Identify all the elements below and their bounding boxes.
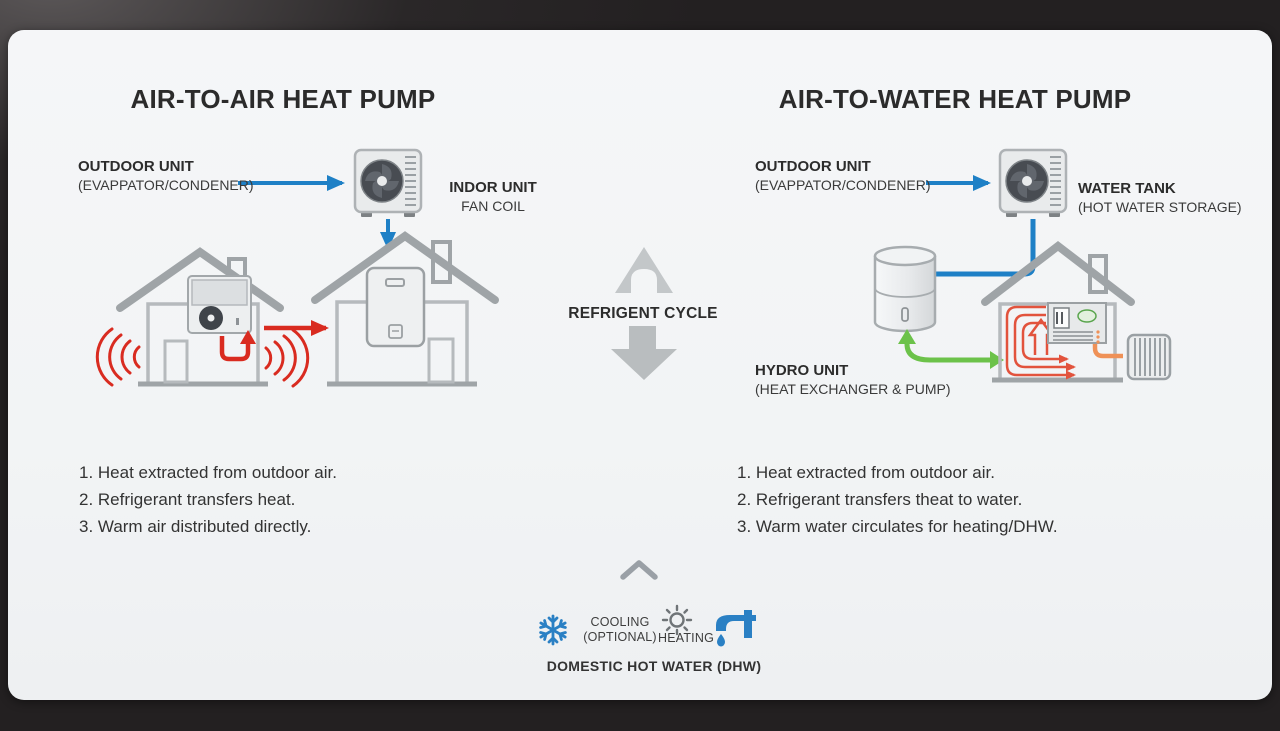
title-air-to-air: AIR-TO-AIR HEAT PUMP [130,84,436,114]
outdoor-unit-sublabel: (EVAPPATOR/CONDENER) [78,177,254,193]
air-handler-icon [365,266,426,348]
house-left-2 [311,231,499,387]
faucet-icon [716,610,756,647]
cooling-legend: COOLING (OPTIONAL) [572,615,668,645]
radiator-icon [1126,333,1172,381]
snowflake-icon [539,614,567,646]
hot-water-pipe [1092,344,1123,359]
recirculation-arrow [219,330,256,362]
heating-legend: HEATING [646,631,726,646]
house-left-1 [116,247,284,387]
infographic-panel: AIR-TO-AIR HEAT PUMP AIR-TO-WATER HEAT P… [8,30,1272,700]
step-item: 3. Warm water circulates for heating/DHW… [737,517,1058,536]
indoor-fan-unit-icon [187,275,252,334]
cooling-label: COOLING [590,615,650,629]
water-tank-sublabel: (HOT WATER STORAGE) [1078,199,1242,215]
outdoor-unit-label: OUTDOOR UNIT [78,158,194,175]
dhw-label: DOMESTIC HOT WATER (DHW) [546,658,762,674]
step-item: 3. Warm air distributed directly. [79,517,312,536]
indoor-unit-sublabel: FAN COIL [461,198,525,214]
steps-list-right: 1. Heat extracted from outdoor air. 2. R… [737,459,1058,540]
steps-list-left: 1. Heat extracted from outdoor air. 2. R… [79,459,337,540]
indoor-unit-label: INDOR UNIT [449,179,537,196]
sun-icon [661,604,693,636]
hydro-unit-sublabel: (HEAT EXCHANGER & PUMP) [755,381,951,397]
outdoor-unit-label-right: OUTDOOR UNIT (EVAPPATOR/CONDENER) [755,158,931,194]
heat-waves-right [264,328,310,388]
step-item: 1. Heat extracted from outdoor air. [737,463,995,482]
diagram-graphics [95,148,1172,647]
chevron-up-icon [620,560,658,580]
hydro-unit-label-group: HYDRO UNIT (HEAT EXCHANGER & PUMP) [755,362,951,398]
water-tank-label: WATER TANK [1078,180,1176,197]
heat-waves-left [95,327,141,387]
cycle-down-arrow [611,326,677,380]
hydro-unit-label: HYDRO UNIT [755,362,849,379]
step-item: 2. Refrigerant transfers heat. [79,490,296,509]
refrigerant-pipe [932,219,1036,277]
cooling-sublabel: (OPTIONAL) [583,630,657,644]
heating-label: HEATING [657,631,715,645]
water-return-arrow [898,329,1004,369]
heating-loops [1005,305,1076,380]
outdoor-unit-icon-left [353,148,423,219]
outdoor-unit-label-left: OUTDOOR UNIT (EVAPPATOR/CONDENER) [78,158,254,194]
water-tank-label-group: WATER TANK (HOT WATER STORAGE) [1078,180,1242,216]
water-tank-icon [873,245,937,333]
house-right [981,240,1135,383]
outdoor-unit-label: OUTDOOR UNIT [755,158,871,175]
outdoor-unit-icon-right [998,148,1068,219]
refrigerant-cycle-label: REFRIGENT CYCLE [568,305,718,322]
indoor-unit-label-left: INDOR UNIT FAN COIL [434,179,552,215]
outdoor-unit-sublabel: (EVAPPATOR/CONDENER) [755,177,931,193]
hydro-control-unit-icon [1047,302,1107,344]
cycle-up-arrow [615,247,673,293]
step-item: 2. Refrigerant transfers theat to water. [737,490,1023,509]
step-item: 1. Heat extracted from outdoor air. [79,463,337,482]
title-air-to-water: AIR-TO-WATER HEAT PUMP [778,84,1132,114]
